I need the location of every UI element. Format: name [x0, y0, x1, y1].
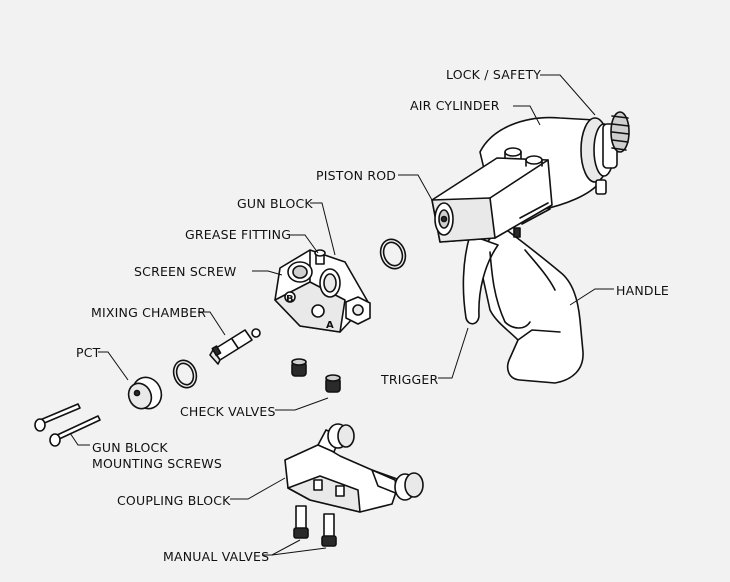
mixing-chamber-part [209, 328, 261, 365]
label-manual-valves: MANUAL VALVES [163, 549, 270, 564]
handle-part [462, 224, 584, 384]
label-mounting-screws-line2: MOUNTING SCREWS [92, 456, 222, 471]
label-gun-block: GUN BLOCK [237, 196, 313, 211]
label-coupling-block: COUPLING BLOCK [117, 493, 231, 508]
label-piston-rod: PISTON ROD [316, 168, 397, 183]
manual-valves-part [293, 505, 337, 547]
label-mixing-chamber: MIXING CHAMBER [91, 305, 207, 320]
label-trigger: TRIGGER [381, 372, 439, 387]
label-mounting-screws-line1: GUN BLOCK [92, 440, 168, 455]
gun-block-part [274, 249, 371, 333]
o-ring-upper [379, 238, 407, 270]
label-screen-screw: SCREEN SCREW [134, 264, 237, 279]
label-pct: PCT [76, 345, 101, 360]
mounting-screws-part [34, 403, 101, 447]
label-handle: HANDLE [616, 283, 669, 298]
coupling-block-part [284, 423, 424, 513]
block-letter-a: A [326, 320, 334, 331]
block-letter-b: B [286, 294, 294, 305]
front-head-part [431, 147, 553, 243]
label-air-cylinder: AIR CYLINDER [410, 98, 500, 113]
label-grease-fitting: GREASE FITTING [185, 227, 292, 242]
label-check-valves: CHECK VALVES [180, 404, 276, 419]
o-ring-lower [172, 359, 198, 389]
pct-part [127, 376, 163, 410]
leader-lines [69, 74, 614, 556]
check-valves-part [291, 358, 341, 393]
label-lock-safety: LOCK / SAFETY [446, 67, 542, 82]
